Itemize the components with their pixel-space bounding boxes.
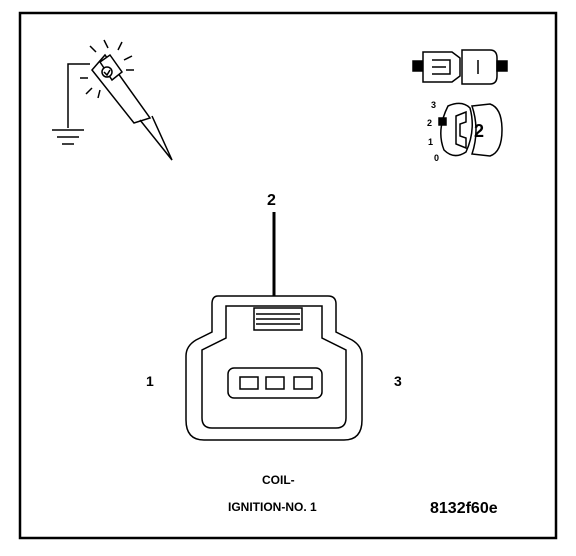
caption-line-2: IGNITION-NO. 1 bbox=[228, 500, 317, 514]
dial-scale-3: 3 bbox=[431, 100, 437, 110]
dial-connector-pin-label: 2 bbox=[474, 121, 485, 141]
dial-scale-0: 0 bbox=[434, 153, 440, 163]
connector-face bbox=[185, 295, 363, 441]
pin-label-right: 3 bbox=[394, 373, 402, 389]
pin-label-left: 1 bbox=[146, 373, 154, 389]
probe-pin-label: 2 bbox=[267, 192, 276, 209]
ground-symbol-icon bbox=[52, 129, 84, 145]
dial-scale-1: 1 bbox=[428, 137, 434, 147]
dial-scale-2: 2 bbox=[427, 118, 433, 128]
frame-border bbox=[18, 11, 558, 540]
pin-selector-dial-icon bbox=[438, 102, 503, 157]
figure-code: 8132f60e bbox=[430, 500, 498, 517]
caption-line-1: COIL- bbox=[262, 473, 295, 487]
test-light-probe-icon bbox=[52, 39, 173, 161]
connector-pair-icon bbox=[412, 49, 508, 85]
